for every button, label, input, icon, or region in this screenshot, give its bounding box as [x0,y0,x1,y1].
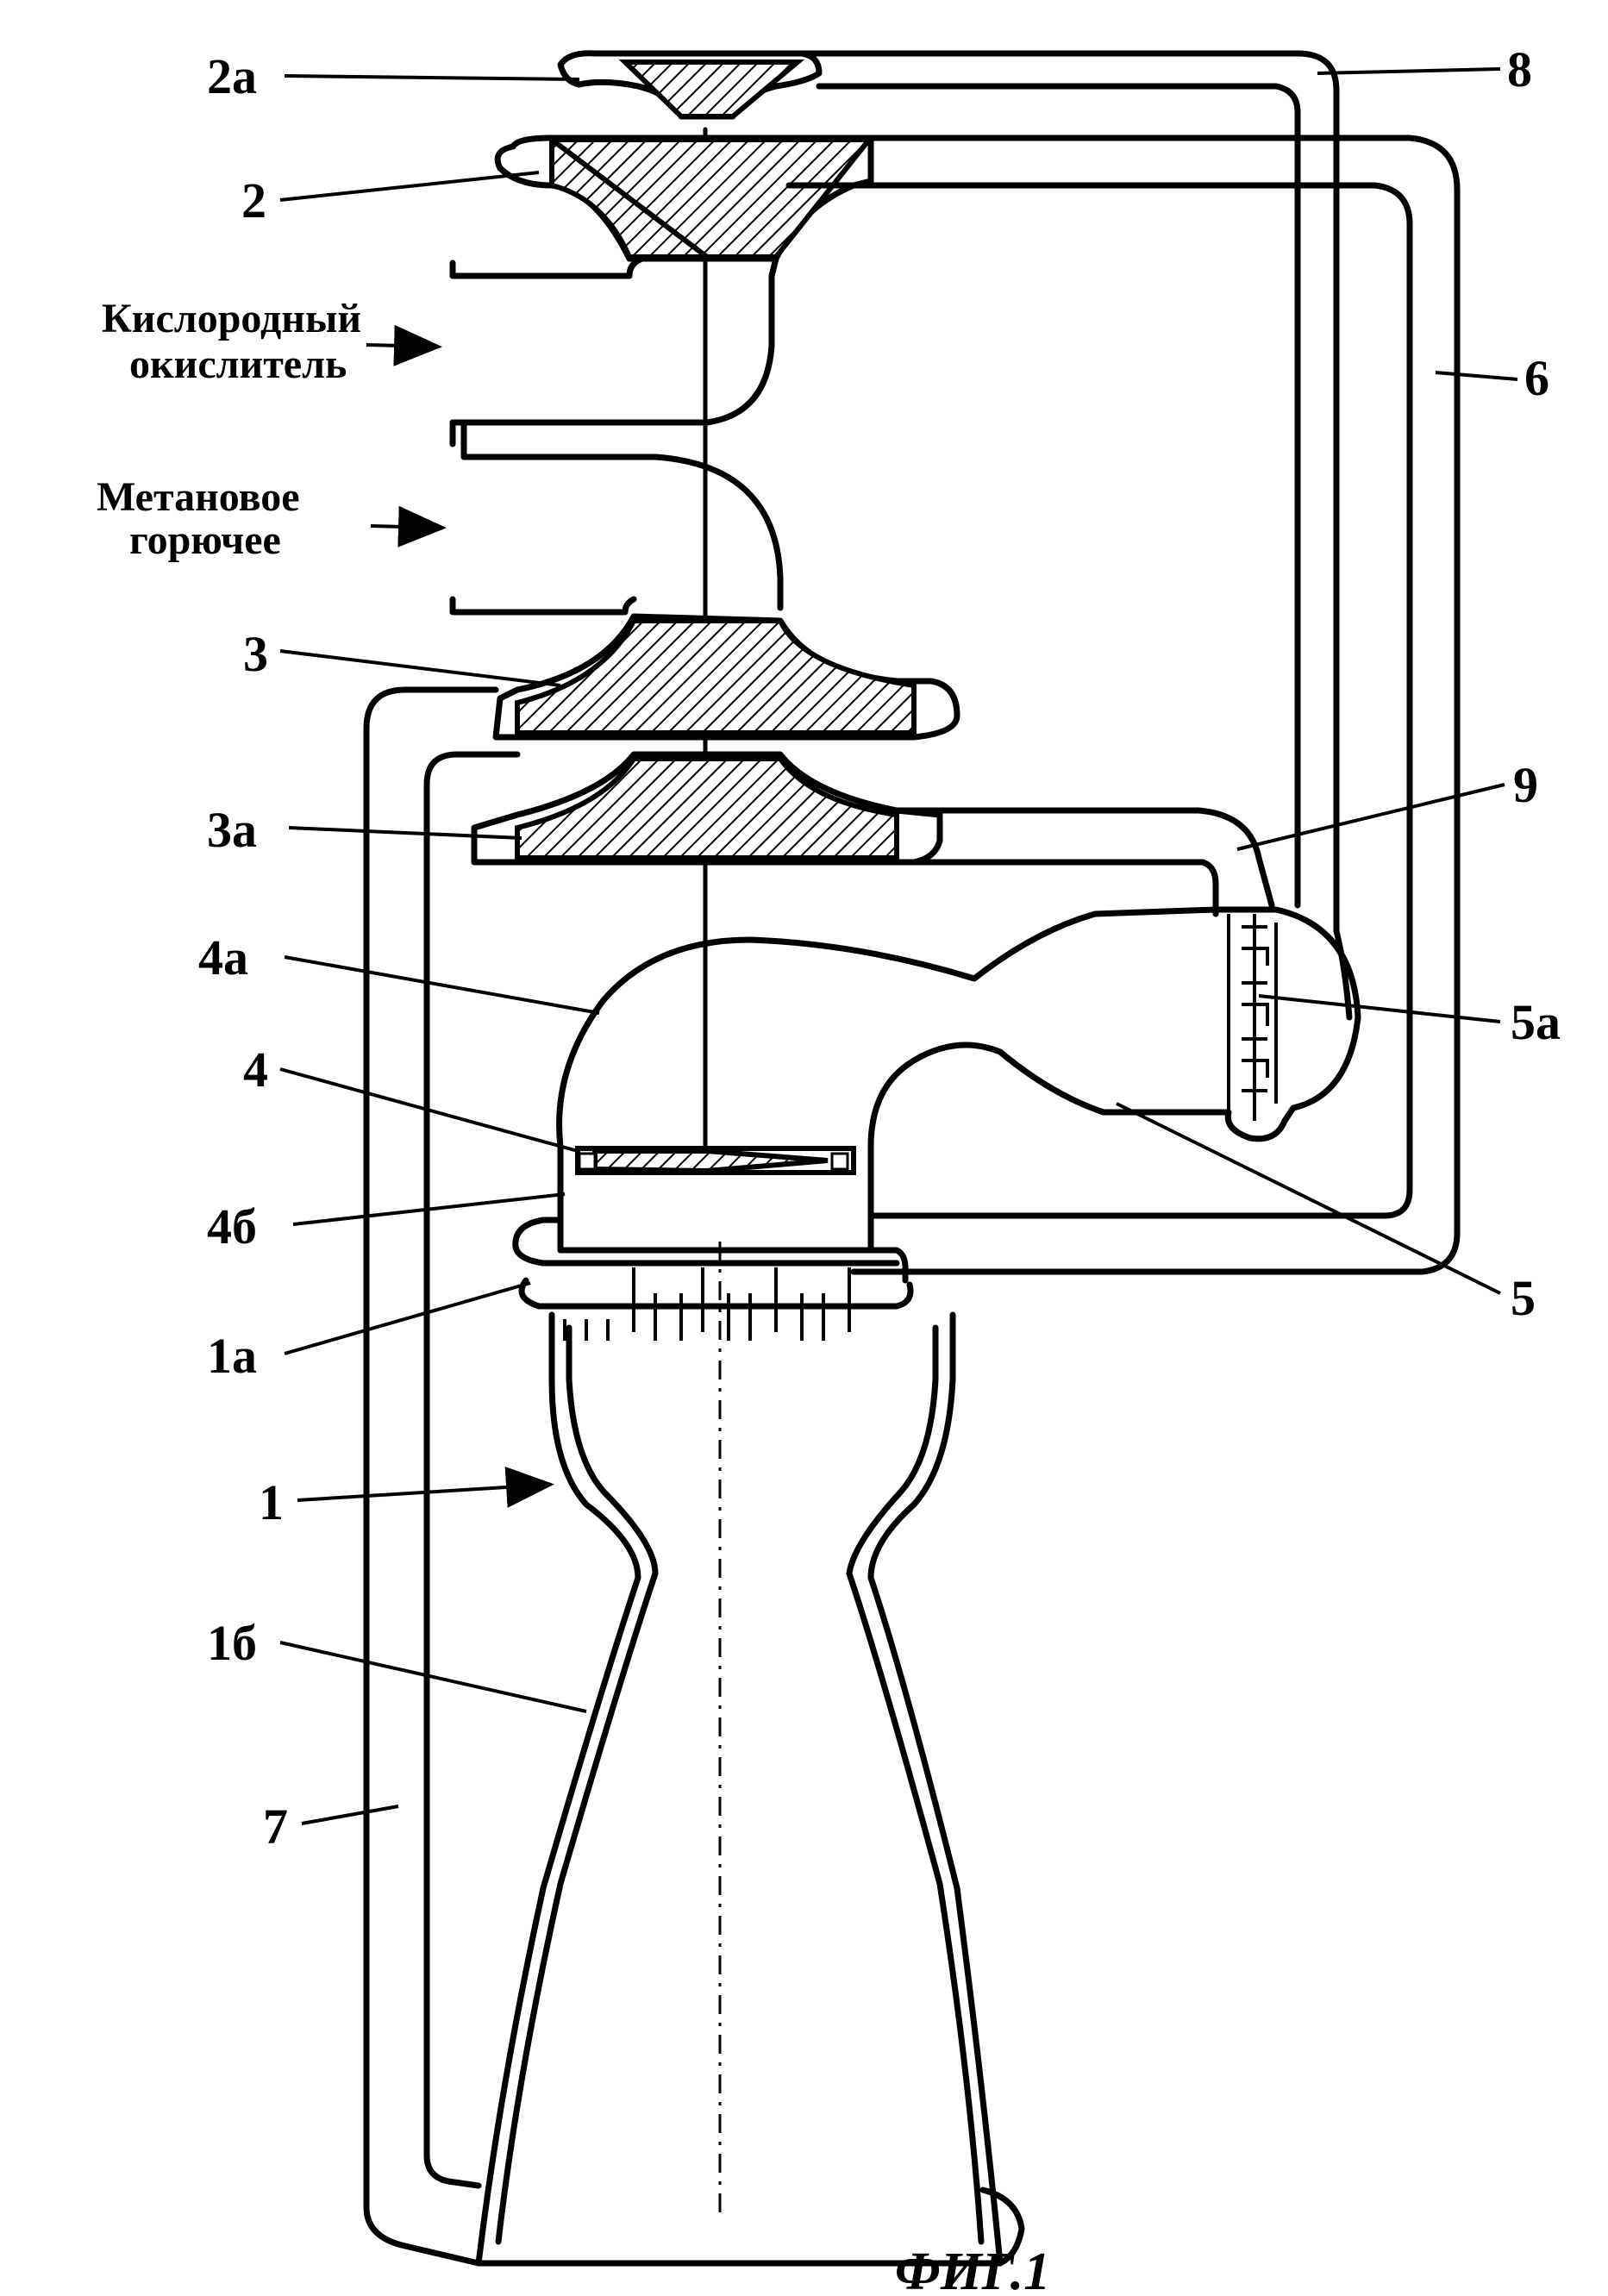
figure-caption: ФИГ.1 [895,2243,1050,2296]
leader-5a [1258,994,1501,1023]
leader-2 [279,171,540,202]
label-2: 2 [241,172,266,228]
leader-4b [292,1192,566,1226]
pump-3 [492,613,960,741]
leader-2a [284,74,580,81]
label-6: 6 [1524,350,1549,406]
label-4b: 4б [207,1198,257,1254]
leader-4a [284,955,600,1015]
fuel-label-line2: горючее [129,517,281,563]
turbine-2 [494,134,875,262]
line-7-outer [363,686,499,2267]
label-8: 8 [1507,41,1532,97]
label-4: 4 [243,1042,268,1098]
turbine-2a [557,50,823,120]
leader-1b [279,1641,587,1713]
leader-3 [279,649,561,687]
label-3: 3 [243,626,268,682]
leader-6 [1435,371,1518,381]
leader-1 [297,1467,554,1508]
injector-head [512,1217,914,1341]
label-5: 5 [1511,1270,1536,1326]
pump-3a [471,751,943,866]
line-7-inner [423,751,521,2189]
leader-7 [301,1805,399,1825]
label-3a: 3а [207,802,257,858]
leader-4 [279,1067,579,1153]
label-4a: 4а [198,929,248,985]
leader-9 [1236,783,1505,851]
label-5a: 5а [1511,994,1561,1050]
gas-generator [556,906,1361,1254]
line-6-outer [850,135,1461,1275]
fuel-arrow [370,505,447,547]
oxidizer-label-line1: Кислородный [102,296,361,341]
label-9: 9 [1513,757,1538,813]
turbine-4 [575,1146,856,1175]
leader-3a [288,826,522,840]
leader-5 [1116,1102,1501,1295]
line-8-inner [816,83,1301,909]
leader-1a [284,1281,531,1355]
line-9-inner [910,859,1219,917]
fuel-label-line1: Метановое [97,474,300,520]
oxidizer-label-line2: окислитель [129,341,347,387]
fuel-inlet [449,419,784,616]
line-9-outer [893,807,1275,909]
label-1: 1 [259,1474,284,1530]
combustion-chamber-nozzle [475,1311,1025,2267]
label-1a: 1а [207,1328,257,1384]
line-6-inner [785,182,1413,1219]
label-1b: 1б [207,1615,257,1671]
label-2a: 2а [207,48,257,104]
oxidizer-arrow [366,324,442,366]
label-7: 7 [263,1799,288,1855]
leader-8 [1317,67,1501,75]
oxidizer-inlet [449,255,779,447]
line-8-outer [798,50,1353,1021]
